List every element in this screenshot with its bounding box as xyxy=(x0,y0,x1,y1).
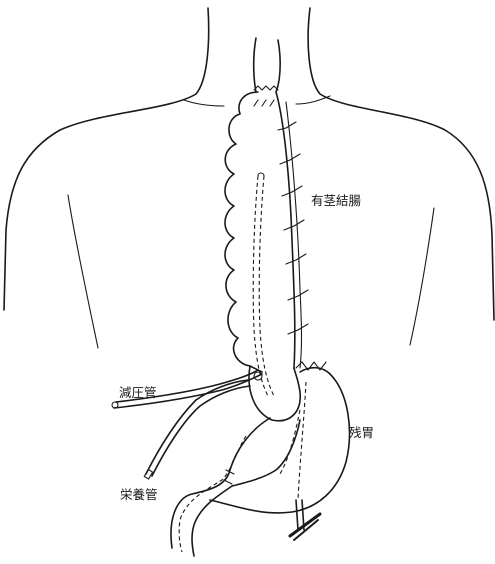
remnant-stomach xyxy=(210,374,349,513)
esophagus xyxy=(254,38,280,92)
drainage-tube-exit xyxy=(290,500,320,540)
torso-outline xyxy=(4,8,494,348)
feeding-tube-inside xyxy=(253,173,274,396)
feeding-tube-label: 栄養管 xyxy=(120,484,158,503)
decompression-tube-label: 減圧管 xyxy=(119,382,157,401)
remnant-stomach-label: 残胃 xyxy=(349,422,374,441)
pedicled-colon xyxy=(225,92,308,372)
intestinal-loop xyxy=(171,418,270,556)
colon-label: 有茎結腸 xyxy=(311,190,361,209)
